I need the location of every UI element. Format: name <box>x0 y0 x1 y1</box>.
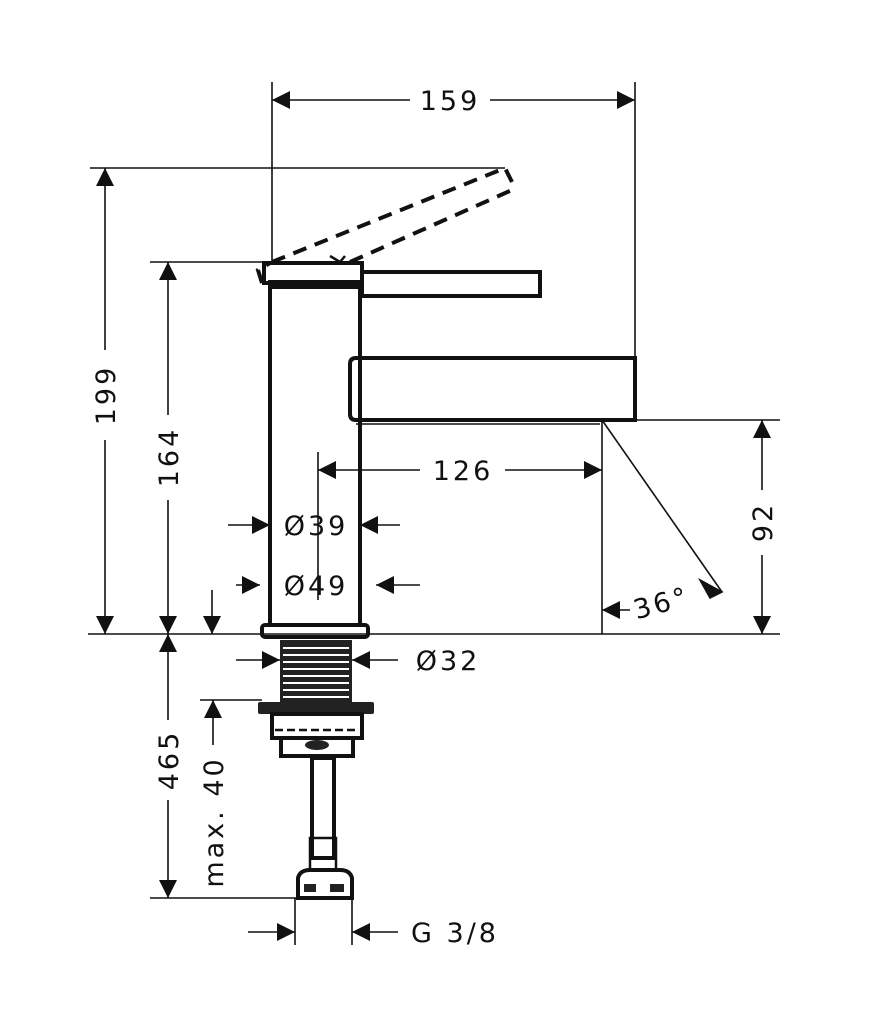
base-and-mounting <box>258 623 374 900</box>
dim-body-diameter: Ø39 <box>284 511 349 542</box>
dim-below-deck-length: 465 <box>154 730 185 791</box>
dim-spout-projection: 126 <box>433 456 494 487</box>
dim-max-deck-thickness: max. 40 <box>199 756 230 887</box>
faucet-outline <box>255 165 637 627</box>
dim-thread-diameter: Ø32 <box>416 646 481 677</box>
dim-overall-height: 199 <box>91 365 122 426</box>
dim-overall-width: 159 <box>420 86 481 117</box>
dim-base-diameter: Ø49 <box>284 571 349 602</box>
dim-connection: G 3/8 <box>411 918 499 949</box>
dimension-lines <box>96 91 771 941</box>
dim-spout-clearance: 92 <box>748 502 779 542</box>
extension-lines <box>88 82 780 945</box>
dim-body-height: 164 <box>154 427 185 488</box>
dim-angle: 36° <box>630 581 693 626</box>
